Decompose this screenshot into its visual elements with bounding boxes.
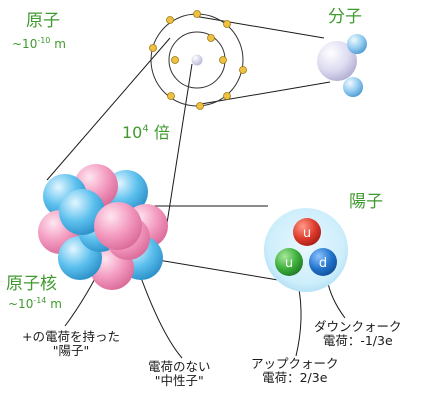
proton-annotation-line2: "陽子" — [52, 342, 90, 358]
atom-scale-prefix: ~10 — [12, 37, 38, 51]
atom-scale-unit: m — [50, 37, 66, 51]
atom-scale-exponent: -10 — [37, 36, 51, 45]
nucleus-scale-unit: m — [46, 297, 62, 311]
atom-core — [191, 54, 203, 66]
proton-model: u u d — [264, 208, 348, 292]
proton-annotation: +の電荷を持った "陽子" — [22, 330, 120, 358]
neutron-annotation-line1: 電荷のない — [148, 359, 211, 374]
nucleus-scale: ~10-14 m — [8, 296, 62, 311]
neutron-annotation-line2: "中性子" — [154, 372, 204, 388]
molecule-label: 分子 — [328, 7, 362, 27]
up-quark-annotation-line1: アップクォーク — [251, 356, 339, 371]
proton-annotation-line1: +の電荷を持った — [22, 329, 120, 344]
quark-up-left-symbol: u — [285, 256, 293, 271]
up-quark-annotation-line2: 電荷：2/3e — [262, 369, 328, 385]
down-quark-annotation-line1: ダウンクォーク — [314, 319, 402, 334]
magnification-base: 10 — [122, 123, 143, 142]
down-quark-annotation: ダウンクォーク 電荷：-1/3e — [314, 320, 402, 348]
quark-up-top-symbol: u — [303, 226, 311, 241]
magnification-suffix: 倍 — [148, 123, 170, 142]
orbit-electrons — [149, 10, 247, 110]
magnification-label: 104 倍 — [122, 124, 170, 142]
proton-label: 陽子 — [349, 192, 383, 212]
atom-label: 原子 — [26, 11, 60, 31]
nucleus-label: 原子核 — [6, 274, 57, 294]
atom-model — [149, 10, 247, 110]
up-quark-annotation: アップクォーク 電荷：2/3e — [251, 357, 339, 385]
highlight-proton — [94, 202, 142, 250]
atom-scale: ~10-10 m — [12, 36, 66, 51]
neutron-annotation: 電荷のない "中性子" — [148, 360, 211, 388]
molecule-model — [317, 34, 367, 97]
quark-down-symbol: d — [319, 256, 327, 271]
nucleus-scale-exponent: -14 — [33, 296, 47, 305]
highlight-neutron — [59, 189, 105, 235]
quark-up-top — [293, 218, 321, 246]
nucleus-scale-prefix: ~10 — [8, 297, 34, 311]
quark-down — [309, 248, 337, 276]
nucleus-cluster — [38, 164, 168, 290]
down-quark-annotation-line2: 電荷：-1/3e — [322, 332, 393, 348]
magnification-exponent: 4 — [142, 123, 149, 135]
quark-up-left — [275, 248, 303, 276]
